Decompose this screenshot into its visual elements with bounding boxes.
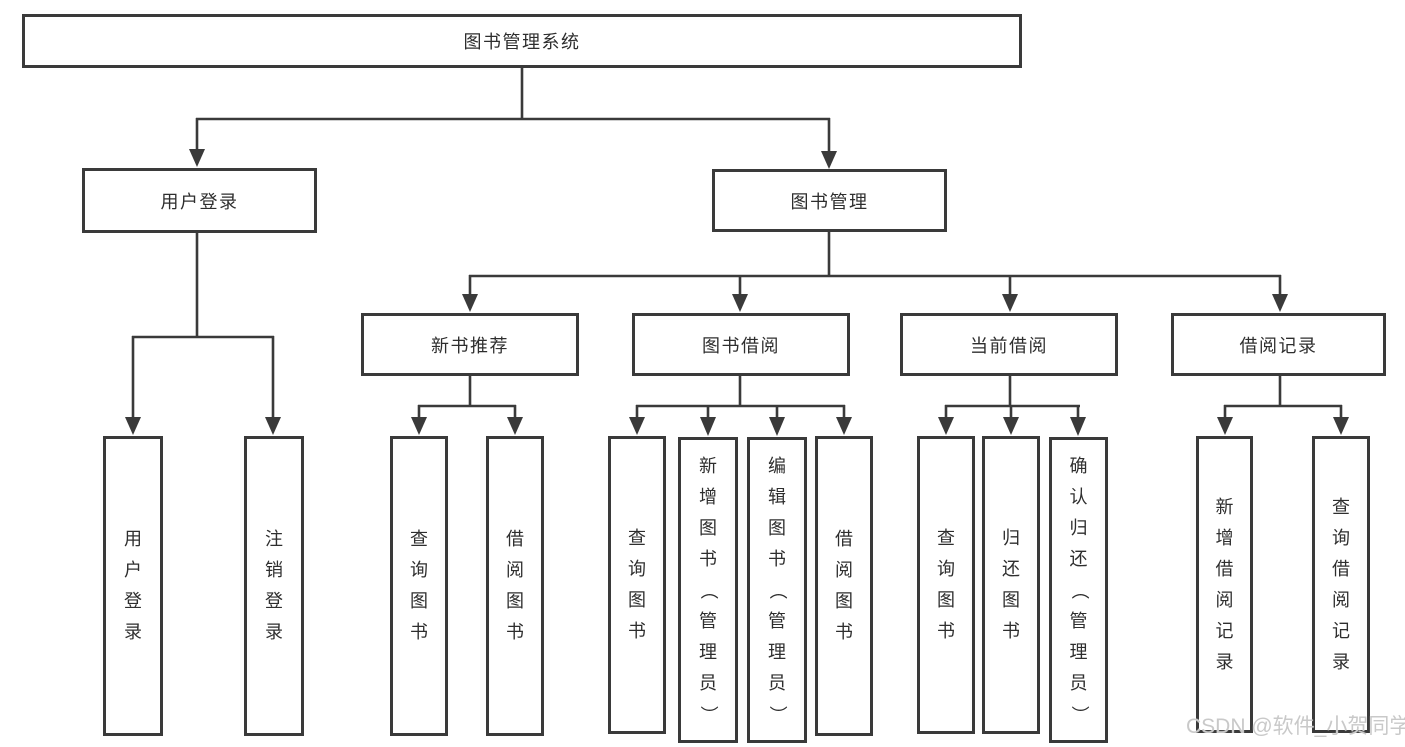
leaf-add-borrow-record-label: 新增借阅记录: [1215, 496, 1234, 672]
leaf-confirm-return-admin: 确认归还（管理员）: [1049, 437, 1108, 743]
leaf-current-query-books: 查询图书: [917, 436, 975, 734]
node-borrow-records-label: 借阅记录: [1239, 335, 1318, 356]
leaf-borrow-query-books-label: 查询图书: [628, 528, 646, 641]
leaf-logout: 注销登录: [244, 436, 304, 736]
leaf-query-borrow-record: 查询借阅记录: [1312, 436, 1370, 733]
leaf-recommend-borrow-books: 借阅图书: [486, 436, 544, 736]
node-root-system-label: 图书管理系统: [463, 32, 581, 52]
leaf-logout-label: 注销登录: [265, 529, 283, 642]
node-current-borrow-label: 当前借阅: [970, 335, 1048, 356]
leaf-add-borrow-record: 新增借阅记录: [1196, 436, 1253, 733]
leaf-current-query-books-label: 查询图书: [937, 528, 955, 641]
leaf-add-books-admin-label: 新增图书（管理员）: [698, 455, 719, 724]
watermark: CSDN @软件_小贺同学: [1186, 715, 1405, 738]
leaf-confirm-return-admin-label: 确认归还（管理员）: [1069, 455, 1089, 724]
leaf-add-books-admin: 新增图书（管理员）: [678, 437, 738, 743]
node-borrow-records: 借阅记录: [1171, 313, 1386, 376]
node-book-borrow: 图书借阅: [632, 313, 850, 376]
node-current-borrow: 当前借阅: [900, 313, 1118, 376]
node-user-login: 用户登录: [82, 168, 317, 233]
leaf-user-login-label: 用户登录: [124, 529, 142, 642]
node-book-borrow-label: 图书借阅: [702, 335, 780, 356]
node-user-login-label: 用户登录: [160, 191, 239, 212]
leaf-query-borrow-record-label: 查询借阅记录: [1332, 496, 1350, 672]
node-root-system: 图书管理系统: [22, 14, 1022, 68]
node-book-management-label: 图书管理: [790, 191, 869, 212]
leaf-recommend-borrow-books-label: 借阅图书: [506, 529, 524, 642]
leaf-edit-books-admin-label: 编辑图书（管理员）: [767, 455, 788, 724]
leaf-borrow-books-label: 借阅图书: [835, 529, 853, 642]
leaf-edit-books-admin: 编辑图书（管理员）: [747, 437, 807, 743]
node-new-book-recommend: 新书推荐: [361, 313, 579, 376]
node-book-management: 图书管理: [712, 169, 947, 232]
leaf-borrow-books: 借阅图书: [815, 436, 873, 736]
leaf-user-login: 用户登录: [103, 436, 163, 736]
leaf-return-books-label: 归还图书: [1002, 528, 1020, 641]
leaf-borrow-query-books: 查询图书: [608, 436, 666, 734]
leaf-recommend-query-books-label: 查询图书: [410, 529, 428, 642]
node-new-book-recommend-label: 新书推荐: [431, 335, 509, 356]
leaf-return-books: 归还图书: [982, 436, 1040, 734]
leaf-recommend-query-books: 查询图书: [390, 436, 448, 736]
